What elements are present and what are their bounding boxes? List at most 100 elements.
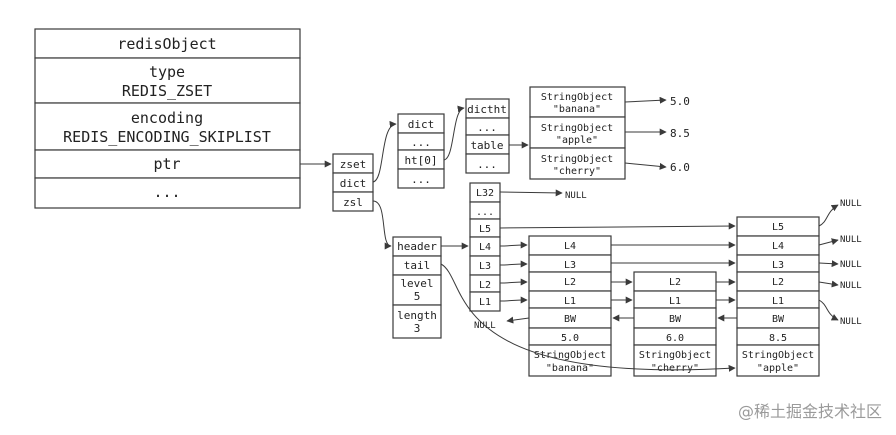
node-score: 6.0 [666,333,684,344]
dictht-table: table [470,139,503,152]
redis-object-encoding-cell [34,102,301,151]
node-score: 8.5 [769,333,787,344]
header-level: L3 [479,261,491,272]
level-arrow [499,278,528,286]
node-obj-type: StringObject [742,350,814,361]
zsl-header: header [397,240,437,253]
node-obj-cell [633,344,717,377]
null-arrow [818,260,839,268]
skiplist-node-banana: L4 L3 L2 L1 BW 5.0 StringObject "banana" [528,235,612,377]
header-level: L32 [476,188,494,199]
node-level: L3 [772,260,784,271]
dictht-struct: dictht ... table ... [465,98,510,174]
redis-object: redisObject type REDIS_ZSET encoding RED… [34,28,301,209]
zsl-length-cell [392,304,442,339]
dict-more-top: ... [411,136,431,149]
node-obj-value: "cherry" [651,363,699,374]
node-level: L3 [564,260,576,271]
zsl-level-label: level [400,277,433,290]
dictht-name: dictht [467,103,507,116]
dict-entry-type: StringObject [541,154,613,165]
skiplist-node-apple: L5 L4 L3 L2 L1 BW 8.5 StringObject "appl… [736,216,820,377]
dict-entry: StringObject "cherry" 6.0 [529,147,690,180]
node-level: L5 [772,222,784,233]
encoding-value: REDIS_ENCODING_SKIPLIST [63,128,271,146]
null-label: NULL [840,235,862,245]
node-level: L1 [564,296,576,307]
type-value: REDIS_ZSET [122,82,212,100]
level-arrow [499,222,736,230]
ptr-label: ptr [153,155,180,173]
zset-struct: zset dict zsl [332,153,374,212]
redis-object-title: redisObject [117,35,216,53]
zsl-tail: tail [404,259,431,272]
node-level: L4 [772,241,784,252]
zsl-length-label: length [397,309,437,322]
dict-entry-apple-cell [529,116,626,149]
dict-name: dict [408,118,435,131]
header-level: ... [476,207,494,218]
zset-label: zset [340,158,367,171]
redis-object-title-cell [34,28,301,59]
dict-entry-type: StringObject [541,123,613,134]
null-arrow [818,238,839,246]
node-obj-cell [528,344,612,377]
dict-entry-cherry-cell [529,147,626,180]
node-level: L2 [564,277,576,288]
dict-entry: StringObject "apple" 8.5 [529,116,690,149]
node-obj-value: "banana" [546,363,594,374]
zsl-length-value: 3 [414,322,421,335]
null-arrow [818,280,839,288]
null-arrow [818,299,839,321]
dict-entry-member: "banana" [553,104,601,115]
skiplist-node-cherry: L2 L1 BW 6.0 StringObject "cherry" [633,271,717,377]
dictht-more-top: ... [477,121,497,134]
header-levels: L32 ... L5 L4 L3 L2 L1 [469,182,501,312]
type-label: type [149,63,185,81]
zsl-arrow [372,200,392,250]
node-obj-type: StringObject [639,350,711,361]
dict-entry-score: 6.0 [670,161,690,174]
null-label: NULL [840,281,862,291]
dictht-more-bottom: ... [477,158,497,171]
node-backward: BW [669,314,682,325]
null-label: NULL [565,191,587,201]
header-level: L4 [479,242,491,253]
redis-object-more-cell [34,177,301,209]
redis-object-type-cell [34,57,301,104]
dict-score-arrow [624,162,667,170]
watermark: @稀土掘金技术社区 [737,402,882,421]
node-backward: BW [564,314,577,325]
node-level: L1 [772,296,784,307]
node-level: L1 [669,296,681,307]
dict-arrow [372,120,397,183]
dict-entry-member: "cherry" [553,166,601,177]
dict-entry-type: StringObject [541,92,613,103]
dict-entry-score: 8.5 [670,127,690,140]
dict-score-arrow [624,96,667,104]
tail-arrow [440,263,736,372]
level-arrow [499,260,528,268]
dict-struct: dict ... ht[0] ... [397,113,445,189]
dict-more-bottom: ... [411,173,431,186]
level-arrow [499,241,528,249]
dict-entry: StringObject "banana" 5.0 [529,86,690,118]
node-obj-type: StringObject [534,350,606,361]
node-score: 5.0 [561,333,579,344]
dictht-more-bottom-cell [465,153,510,174]
header-level: L1 [479,297,491,308]
pointer-arrows [300,96,839,372]
level-arrow [499,296,528,304]
null-arrow [818,204,839,227]
node-obj-value: "apple" [757,363,799,374]
header-level: L5 [479,224,491,235]
null-label: NULL [840,317,862,327]
backward-arrow [506,316,530,324]
node-backward: BW [772,314,785,325]
dict-more-bottom-cell [397,168,445,189]
node-level: L4 [564,241,576,252]
level-arrow [499,189,563,197]
zsl-level-value: 5 [414,290,421,303]
dict-ht0: ht[0] [404,154,437,167]
